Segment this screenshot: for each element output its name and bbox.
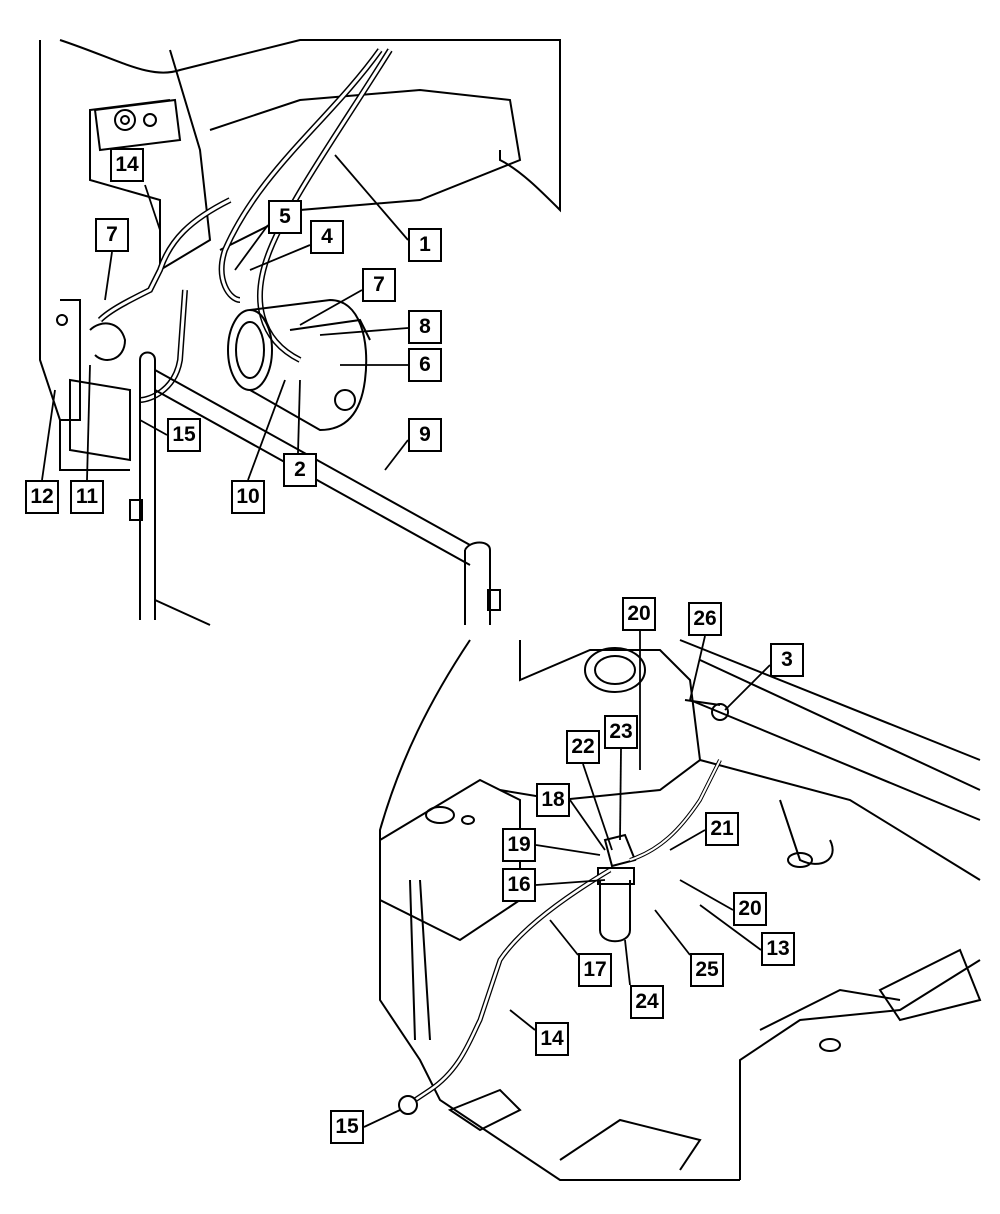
callout-12[interactable]: 12 [25, 480, 59, 514]
callout-18[interactable]: 18 [536, 783, 570, 817]
leader-line [549, 919, 579, 956]
callout-9[interactable]: 9 [408, 418, 442, 452]
leader-line [41, 389, 56, 481]
leader-line [247, 379, 286, 481]
lower-view-drawing [379, 639, 982, 1181]
leader-line [699, 904, 762, 951]
leader-line [689, 635, 706, 701]
leader-line [139, 419, 168, 436]
callout-15[interactable]: 15 [167, 418, 201, 452]
callout-20[interactable]: 20 [622, 597, 656, 631]
leader-line [363, 1109, 401, 1128]
leader-line [86, 364, 91, 481]
leader-line [619, 748, 622, 841]
callout-3[interactable]: 3 [770, 643, 804, 677]
callout-11[interactable]: 11 [70, 480, 104, 514]
leader-line [299, 289, 363, 326]
leader-lines [41, 154, 771, 1128]
callout-22[interactable]: 22 [566, 730, 600, 764]
callout-6[interactable]: 6 [408, 348, 442, 382]
callout-1[interactable]: 1 [408, 228, 442, 262]
leader-line [535, 879, 606, 886]
callout-10[interactable]: 10 [231, 480, 265, 514]
leader-line [144, 184, 161, 231]
callout-2[interactable]: 2 [283, 453, 317, 487]
callout-14[interactable]: 14 [535, 1022, 569, 1056]
callout-4[interactable]: 4 [310, 220, 344, 254]
callout-26[interactable]: 26 [688, 602, 722, 636]
callout-17[interactable]: 17 [578, 953, 612, 987]
leader-line [654, 909, 691, 956]
leader-line [234, 224, 269, 271]
callout-7[interactable]: 7 [362, 268, 396, 302]
leader-line [582, 763, 613, 851]
leader-line [535, 844, 601, 856]
callout-19[interactable]: 19 [502, 828, 536, 862]
leader-line [669, 829, 706, 851]
leader-line [509, 1009, 536, 1031]
callout-25[interactable]: 25 [690, 953, 724, 987]
callout-7[interactable]: 7 [95, 218, 129, 252]
callout-14[interactable]: 14 [110, 148, 144, 182]
callout-15[interactable]: 15 [330, 1110, 364, 1144]
callout-16[interactable]: 16 [502, 868, 536, 902]
callout-8[interactable]: 8 [408, 310, 442, 344]
callout-24[interactable]: 24 [630, 985, 664, 1019]
leader-line [624, 939, 631, 986]
upper-view-drawing [39, 39, 561, 626]
callout-20[interactable]: 20 [733, 892, 767, 926]
leader-line [569, 799, 606, 851]
leader-line [104, 251, 113, 301]
leader-line [334, 154, 409, 241]
leader-line [384, 439, 409, 471]
callout-23[interactable]: 23 [604, 715, 638, 749]
callout-13[interactable]: 13 [761, 932, 795, 966]
leader-line [297, 379, 301, 454]
callout-5[interactable]: 5 [268, 200, 302, 234]
leader-line [319, 327, 409, 336]
leader-line [679, 879, 734, 911]
leader-line [724, 664, 771, 711]
leader-line [249, 244, 311, 271]
callout-21[interactable]: 21 [705, 812, 739, 846]
